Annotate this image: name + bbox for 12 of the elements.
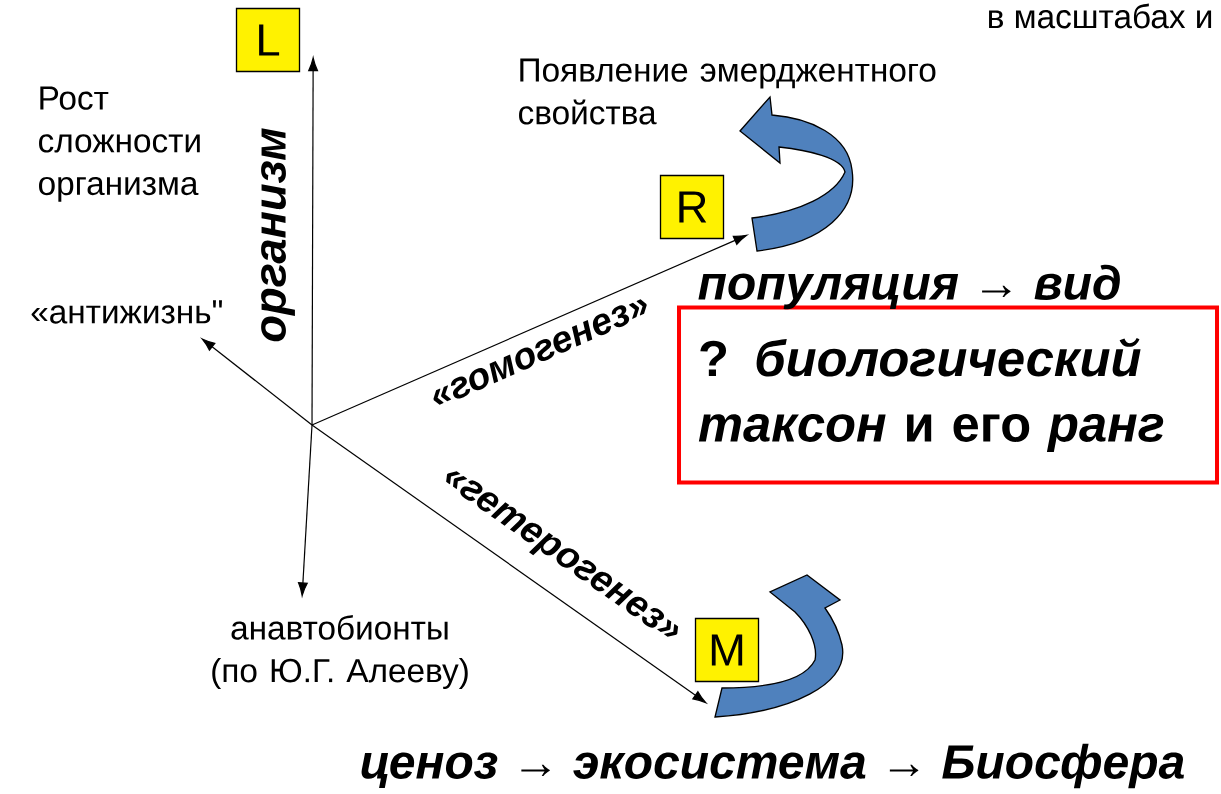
letter-box: R [659, 174, 725, 240]
arrow [308, 57, 319, 426]
axis-end-text: «антижизнь" [31, 300, 222, 324]
arrow [311, 234, 748, 426]
arrow [297, 424, 313, 597]
axis-end-text: анавтобионты (по Ю.Г. Алееву) [212, 615, 468, 690]
arrow [311, 424, 707, 704]
letter-box: L [235, 7, 301, 73]
letter-box: M [694, 617, 760, 683]
edge-label: организм [261, 128, 295, 342]
heading-text: в масштабах и [989, 3, 1212, 29]
arrow [201, 338, 313, 426]
